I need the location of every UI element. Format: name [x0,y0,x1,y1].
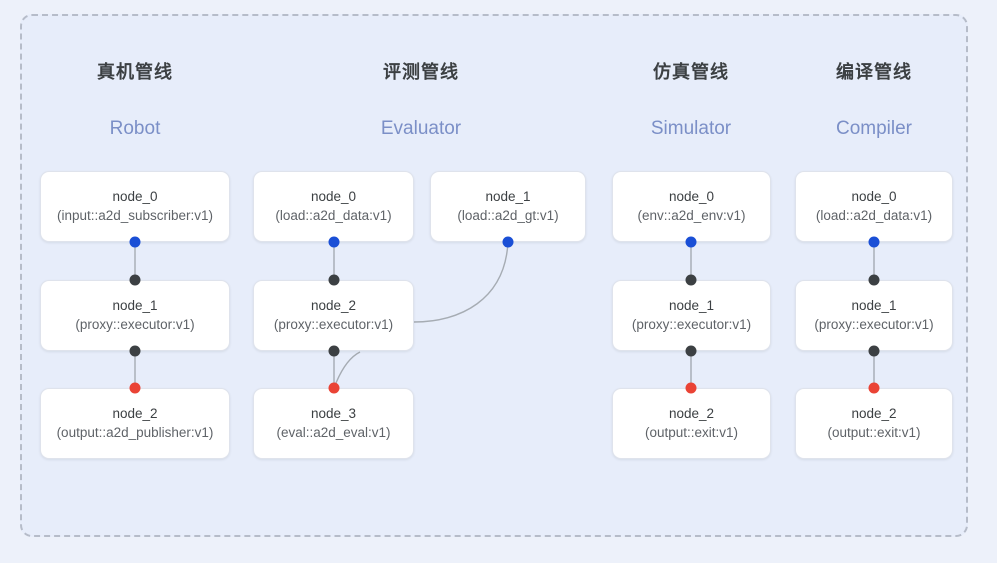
column-header-compiler: 编译管线 Compiler [794,63,954,138]
node-id: node_0 [310,189,357,205]
column-title-cn-simulator: 仿真管线 [653,62,729,82]
node-type: (output::exit:v1) [644,424,739,440]
node-type: (load::a2d_gt:v1) [457,207,559,223]
column-title-en-robot: Robot [109,118,161,139]
node-robot-0[interactable]: node_0 (input::a2d_subscriber:v1) [40,171,230,242]
port-output-compiler-0[interactable] [868,236,880,248]
node-compiler-0[interactable]: node_0 (load::a2d_data:v1) [795,171,953,242]
node-simulator-1[interactable]: node_1 (proxy::executor:v1) [612,280,771,351]
node-type: (proxy::executor:v1) [631,316,752,332]
port-input-compiler-1[interactable] [868,274,880,286]
port-output-evaluator-2[interactable] [328,345,340,357]
column-header-evaluator: 评测管线 Evaluator [341,63,501,138]
node-id: node_3 [310,406,357,422]
node-id: node_0 [112,189,158,205]
port-output-robot-0[interactable] [129,236,141,248]
node-simulator-2[interactable]: node_2 (output::exit:v1) [612,388,771,459]
node-evaluator-2[interactable]: node_2 (proxy::executor:v1) [253,280,414,351]
node-robot-1[interactable]: node_1 (proxy::executor:v1) [40,280,230,351]
node-type: (output::exit:v1) [827,424,921,440]
column-title-cn-evaluator: 评测管线 [383,62,459,82]
node-id: node_1 [112,298,158,314]
node-type: (proxy::executor:v1) [75,316,195,332]
node-type: (input::a2d_subscriber:v1) [56,207,214,223]
port-input-evaluator-2[interactable] [328,274,340,286]
node-compiler-2[interactable]: node_2 (output::exit:v1) [795,388,953,459]
port-output-evaluator-0[interactable] [328,236,340,248]
node-evaluator-0[interactable]: node_0 (load::a2d_data:v1) [253,171,414,242]
node-type: (output::a2d_publisher:v1) [56,424,214,440]
node-type: (load::a2d_data:v1) [815,207,933,223]
node-type: (proxy::executor:v1) [814,316,934,332]
node-evaluator-3[interactable]: node_3 (eval::a2d_eval:v1) [253,388,414,459]
port-input-robot-2[interactable] [129,382,141,394]
node-evaluator-1[interactable]: node_1 (load::a2d_gt:v1) [430,171,586,242]
column-header-simulator: 仿真管线 Simulator [611,63,771,138]
port-input-simulator-2[interactable] [685,382,697,394]
port-output-compiler-1[interactable] [868,345,880,357]
port-output-evaluator-1[interactable] [502,236,514,248]
node-id: node_0 [668,189,715,205]
column-title-en-compiler: Compiler [835,118,913,139]
port-input-evaluator-3[interactable] [328,382,340,394]
node-id: node_2 [851,406,897,422]
node-id: node_0 [851,189,897,205]
node-id: node_1 [668,298,715,314]
column-header-robot: 真机管线 Robot [55,63,215,138]
column-title-en-simulator: Simulator [650,118,732,139]
column-title-cn-robot: 真机管线 [97,62,173,82]
node-simulator-0[interactable]: node_0 (env::a2d_env:v1) [612,171,771,242]
node-compiler-1[interactable]: node_1 (proxy::executor:v1) [795,280,953,351]
port-output-simulator-0[interactable] [685,236,697,248]
port-output-robot-1[interactable] [129,345,141,357]
port-input-robot-1[interactable] [129,274,141,286]
node-id: node_2 [310,298,357,314]
node-type: (proxy::executor:v1) [273,316,394,332]
node-id: node_1 [485,189,531,205]
port-output-simulator-1[interactable] [685,345,697,357]
node-robot-2[interactable]: node_2 (output::a2d_publisher:v1) [40,388,230,459]
column-title-cn-compiler: 编译管线 [836,62,912,82]
node-type: (load::a2d_data:v1) [275,207,392,223]
node-type: (env::a2d_env:v1) [637,207,746,223]
node-id: node_1 [851,298,897,314]
column-title-en-evaluator: Evaluator [380,118,462,139]
node-id: node_2 [112,406,158,422]
port-input-simulator-1[interactable] [685,274,697,286]
port-input-compiler-2[interactable] [868,382,880,394]
node-id: node_2 [668,406,715,422]
node-type: (eval::a2d_eval:v1) [276,424,391,440]
